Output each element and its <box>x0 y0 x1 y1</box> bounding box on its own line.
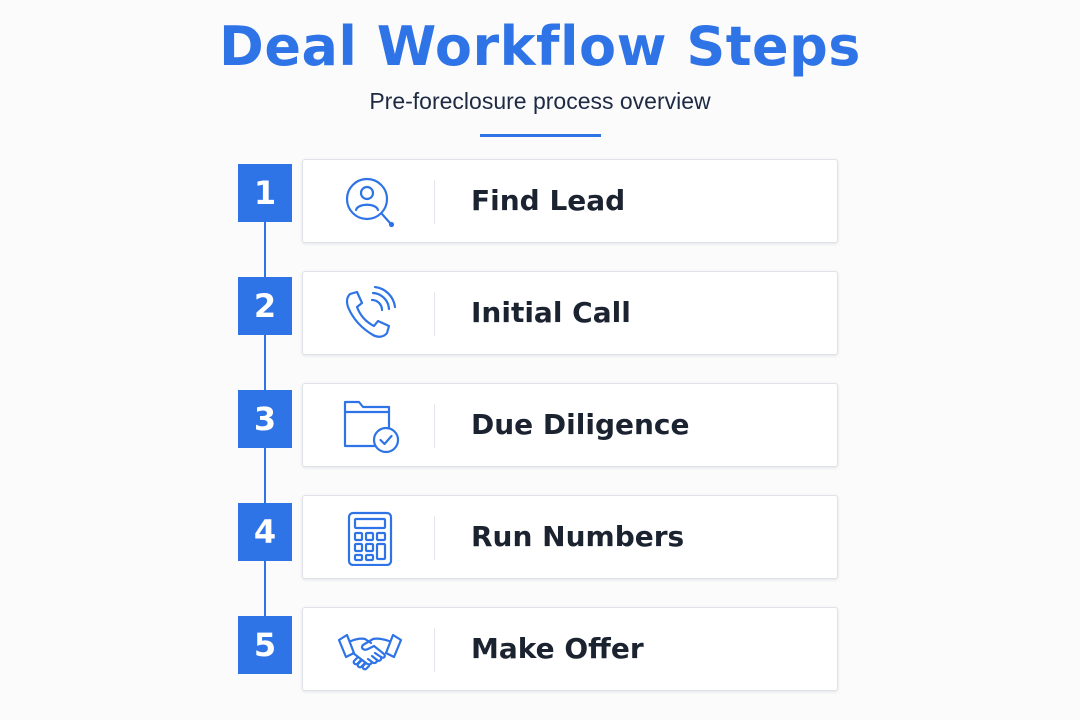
step-number-badge-3: 3 <box>238 390 292 448</box>
step-card-run-numbers: Run Numbers <box>302 495 838 579</box>
step-divider <box>434 628 435 672</box>
step-card-initial-call: Initial Call <box>302 271 838 355</box>
step-label-due-diligence: Due Diligence <box>471 408 690 441</box>
calculator-icon <box>337 510 403 566</box>
step-divider <box>434 516 435 560</box>
step-number-badge-1: 1 <box>238 164 292 222</box>
step-card-find-lead: Find Lead <box>302 159 838 243</box>
step-label-find-lead: Find Lead <box>471 184 626 217</box>
phone-call-icon <box>337 286 403 342</box>
page-subtitle: Pre-foreclosure process overview <box>369 88 711 114</box>
step-divider <box>434 292 435 336</box>
step-number-badge-4: 4 <box>238 503 292 561</box>
step-divider <box>434 404 435 448</box>
step-label-run-numbers: Run Numbers <box>471 520 685 553</box>
person-search-icon <box>337 174 403 230</box>
step-number-badge-2: 2 <box>238 277 292 335</box>
step-label-make-offer: Make Offer <box>471 632 644 665</box>
step-number-badge-5: 5 <box>238 616 292 674</box>
title-underline <box>480 134 601 137</box>
page-title: Deal Workflow Steps <box>219 15 861 78</box>
step-card-due-diligence: Due Diligence <box>302 383 838 467</box>
step-divider <box>434 180 435 224</box>
step-label-initial-call: Initial Call <box>471 296 631 329</box>
folder-check-icon <box>337 398 403 454</box>
handshake-icon <box>337 622 403 678</box>
step-card-make-offer: Make Offer <box>302 607 838 691</box>
